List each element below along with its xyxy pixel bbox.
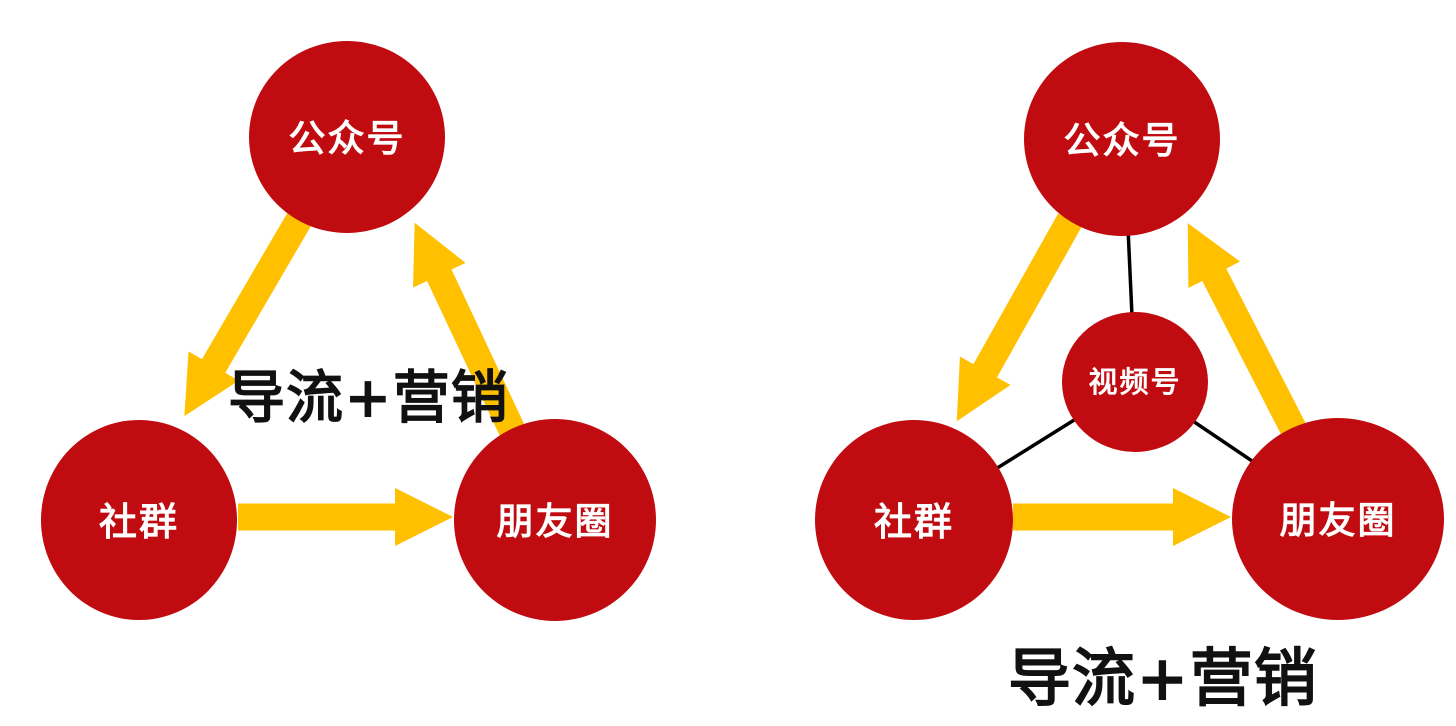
node-right-shipinhao: 视频号 <box>1062 312 1208 452</box>
node-right-pengyouquan: 朋友圈 <box>1232 418 1444 620</box>
node-left-pengyouquan: 朋友圈 <box>454 419 656 621</box>
node-left-shequn: 社群 <box>41 420 237 620</box>
arrow-left-pengyouquan-to-gongzhonghao <box>413 222 525 436</box>
node-label: 社群 <box>873 499 954 544</box>
node-label: 公众号 <box>288 117 406 160</box>
node-label: 社群 <box>98 499 179 544</box>
arrow-left-gongzhonghao-to-shequn <box>184 211 312 417</box>
cycle-arrows-right <box>956 213 1308 547</box>
node-label: 公众号 <box>1063 119 1181 162</box>
node-right-shequn: 社群 <box>815 420 1013 620</box>
cycle-arrows-left <box>184 211 525 547</box>
node-left-gongzhonghao: 公众号 <box>249 41 445 233</box>
node-label: 朋友圈 <box>496 500 614 543</box>
caption-right-diagram: 导流+营销 <box>1008 642 1318 715</box>
node-label: 视频号 <box>1088 365 1182 399</box>
caption-left-diagram: 导流+营销 <box>228 365 509 431</box>
arrow-right-pengyouquan-to-gongzhonghao <box>1187 223 1308 439</box>
arrow-right-gongzhonghao-to-shequn <box>956 213 1082 422</box>
node-label: 朋友圈 <box>1279 499 1397 542</box>
node-right-gongzhonghao: 公众号 <box>1024 42 1220 236</box>
